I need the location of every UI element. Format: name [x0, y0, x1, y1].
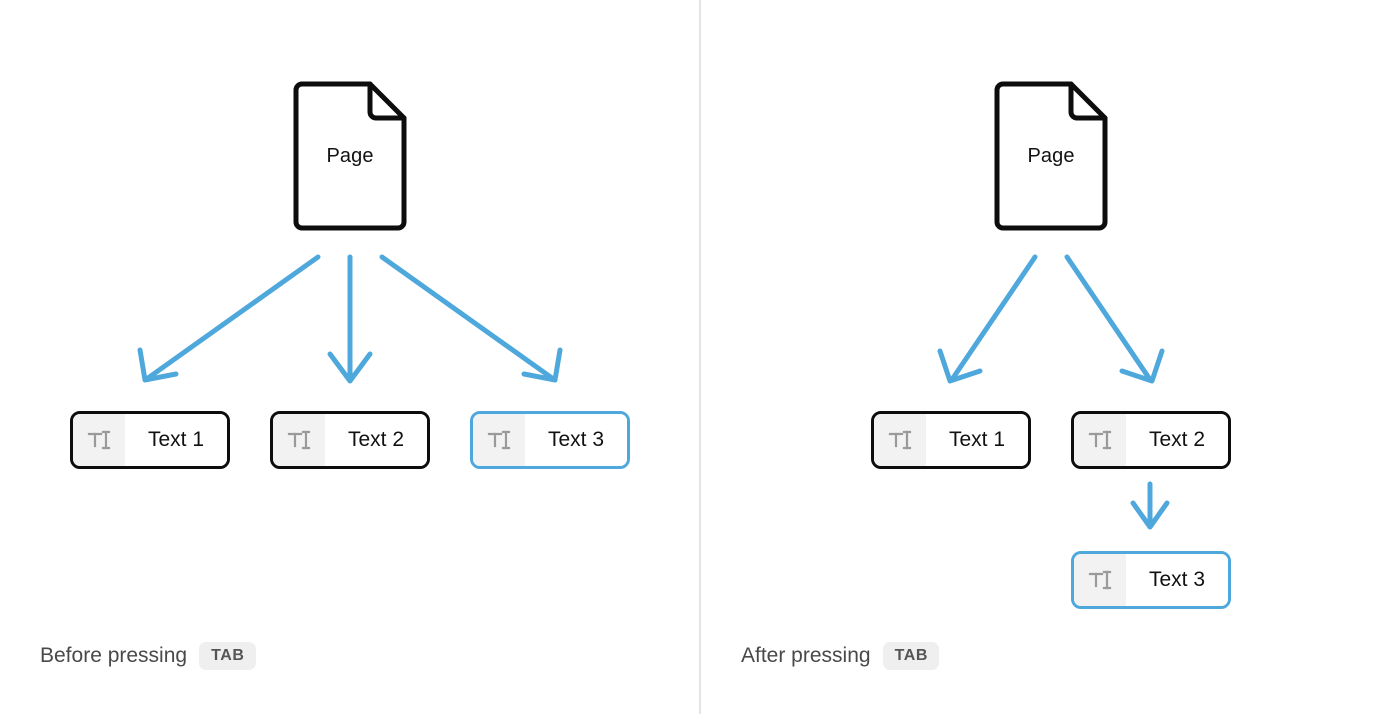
text-field-3-selected[interactable]: Text 3 [1071, 551, 1231, 609]
text-cursor-icon [473, 414, 525, 466]
text-field-2[interactable]: Text 2 [270, 411, 430, 469]
caption-text: Before pressing [40, 644, 188, 667]
text-field-label: Text 2 [325, 414, 427, 466]
caption-text: After pressing [741, 644, 871, 667]
text-field-label: Text 2 [1126, 414, 1228, 466]
text-field-2[interactable]: Text 2 [1071, 411, 1231, 469]
page-node-label: Page [326, 144, 374, 167]
arrow-head-left [937, 348, 983, 384]
arrow-head-left [137, 347, 179, 383]
arrow-head-down [1130, 500, 1170, 530]
text-field-label: Text 3 [525, 414, 627, 466]
arrow-head-right [521, 347, 563, 383]
tab-key-badge: TAB [199, 642, 256, 670]
text-cursor-icon [73, 414, 125, 466]
text-field-label: Text 1 [926, 414, 1028, 466]
caption-after: After pressing TAB [741, 642, 940, 670]
page-node-label: Page [1027, 144, 1075, 167]
text-field-1[interactable]: Text 1 [70, 411, 230, 469]
page-document-icon [994, 81, 1108, 231]
arrow-head-right [1119, 348, 1165, 384]
arrow-head-middle [327, 351, 373, 384]
text-field-label: Text 3 [1126, 554, 1228, 606]
text-field-3-selected[interactable]: Text 3 [470, 411, 630, 469]
panel-divider [699, 0, 701, 714]
text-cursor-icon [1074, 414, 1126, 466]
text-field-label: Text 1 [125, 414, 227, 466]
panel-after-tab: Page Text 1 [701, 0, 1400, 714]
text-cursor-icon [273, 414, 325, 466]
page-node: Page [290, 78, 410, 234]
page-node: Page [991, 78, 1111, 234]
arrow-line-left [145, 254, 321, 381]
page-document-icon [293, 81, 407, 231]
caption-before: Before pressing TAB [40, 642, 256, 670]
text-cursor-icon [874, 414, 926, 466]
tab-key-badge: TAB [882, 642, 940, 670]
arrow-line-right [1064, 254, 1152, 381]
panel-before-tab: Page Text 1 [0, 0, 699, 714]
text-cursor-icon [1074, 554, 1126, 606]
arrow-line-left [950, 254, 1038, 381]
arrow-line-right [379, 254, 555, 381]
text-field-1[interactable]: Text 1 [871, 411, 1031, 469]
